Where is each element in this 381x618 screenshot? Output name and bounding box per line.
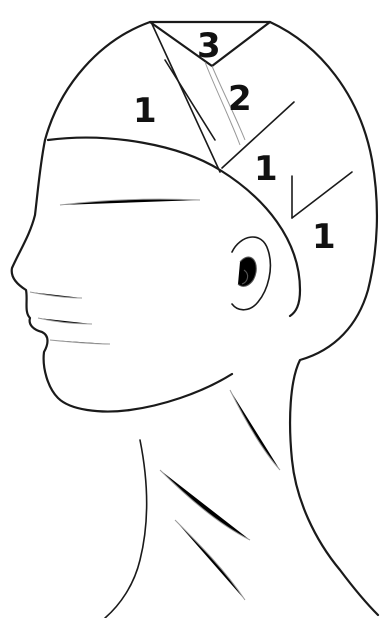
- neck-shading-line: [175, 520, 245, 600]
- back-of-head-outline: [270, 22, 378, 615]
- label-section-3: 3: [197, 26, 221, 66]
- jaw-shading-line: [160, 470, 250, 540]
- mouth-guide-line: [38, 318, 92, 324]
- label-section-1-nape: 1: [312, 217, 336, 257]
- head-outline: [12, 22, 232, 412]
- ear-inner-detail: [238, 257, 256, 286]
- eye-guide-line: [60, 199, 200, 205]
- mouth-guide-line-2: [50, 340, 110, 344]
- nape-section-divider: [292, 172, 352, 218]
- nose-guide-line: [30, 292, 82, 298]
- front-neck-outline: [105, 440, 147, 618]
- front-section-guide: [165, 60, 215, 140]
- label-section-1-crown: 1: [254, 149, 278, 189]
- neck-shading-line-2: [230, 390, 280, 470]
- label-section-2: 2: [228, 79, 252, 119]
- label-section-1-front: 1: [133, 91, 157, 131]
